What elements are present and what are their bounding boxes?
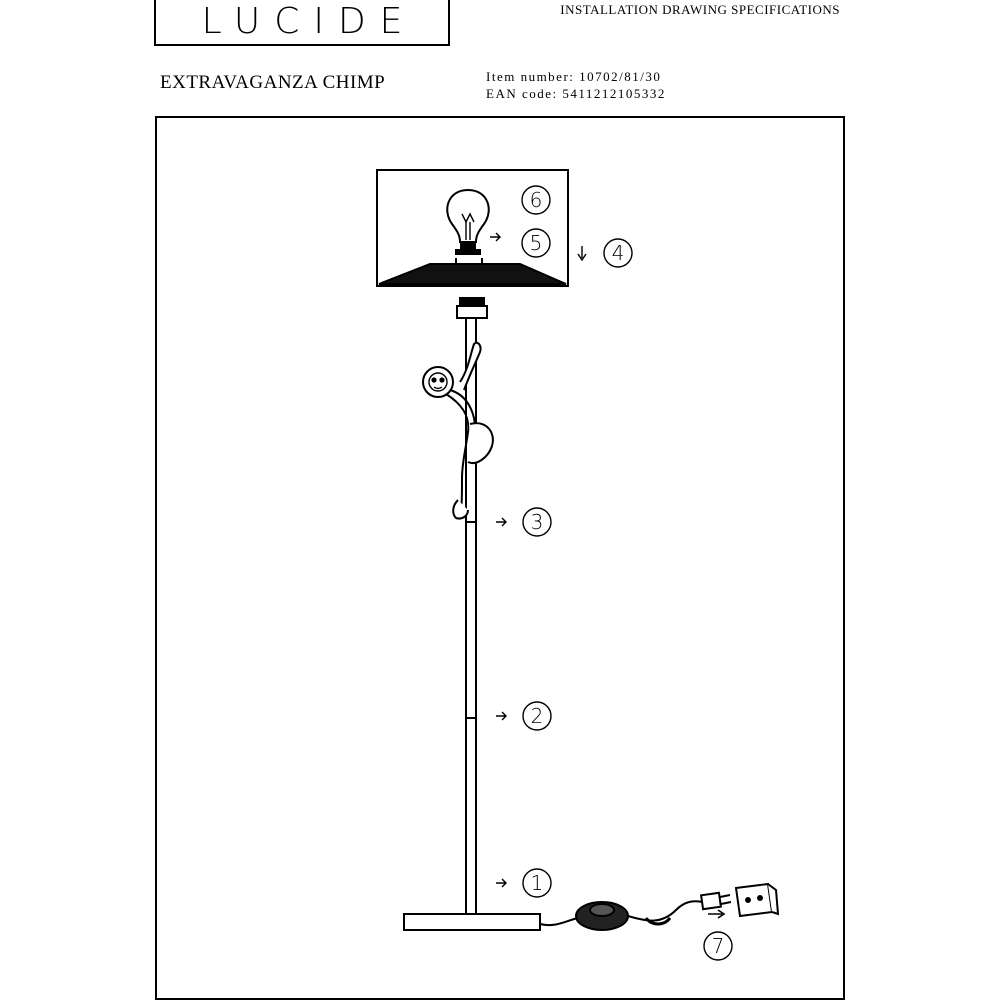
- item-number-value: 10702/81/30: [579, 69, 662, 84]
- item-number-line: Item number: 10702/81/30: [486, 68, 666, 85]
- wall-socket-icon: [734, 882, 780, 918]
- lamp-socket: [456, 297, 488, 319]
- brand-logo-text: LUCIDE: [201, 1, 417, 42]
- ean-label: EAN code:: [486, 86, 558, 101]
- rotate-icon: [496, 711, 507, 721]
- brand-logo: LUCIDE: [154, 0, 450, 46]
- step-number: 4: [612, 241, 625, 265]
- step-marker-4: 4: [603, 238, 633, 268]
- step-number: 7: [712, 934, 725, 958]
- down-arrow-icon: [577, 246, 587, 262]
- product-name: EXTRAVAGANZA CHIMP: [160, 72, 386, 93]
- lamp-base: [403, 913, 541, 931]
- ean-line: EAN code: 5411212105332: [486, 85, 666, 102]
- step-marker-6: 6: [521, 185, 551, 215]
- step-number: 6: [530, 188, 543, 212]
- drawing-frame: [155, 116, 845, 1000]
- plug-in-arrow-icon: [708, 909, 726, 919]
- cable-assembly: [539, 891, 732, 931]
- item-info: Item number: 10702/81/30 EAN code: 54112…: [486, 68, 666, 102]
- step-marker-5: 5: [521, 228, 551, 258]
- step-marker-2: 2: [522, 701, 552, 731]
- step-number: 2: [531, 704, 544, 728]
- rotate-icon: [490, 232, 501, 242]
- rotate-icon: [496, 878, 507, 888]
- step-marker-7: 7: [703, 931, 733, 961]
- rotate-icon: [496, 517, 507, 527]
- step-number: 3: [531, 510, 544, 534]
- step-marker-3: 3: [522, 507, 552, 537]
- ean-value: 5411212105332: [562, 86, 666, 101]
- bulb-icon: [446, 188, 490, 255]
- item-number-label: Item number:: [486, 69, 575, 84]
- chimp-figure: [422, 341, 494, 520]
- step-marker-1: 1: [522, 868, 552, 898]
- step-number: 5: [530, 231, 543, 255]
- document-title: INSTALLATION DRAWING SPECIFICATIONS: [560, 2, 840, 17]
- step-number: 1: [531, 871, 544, 895]
